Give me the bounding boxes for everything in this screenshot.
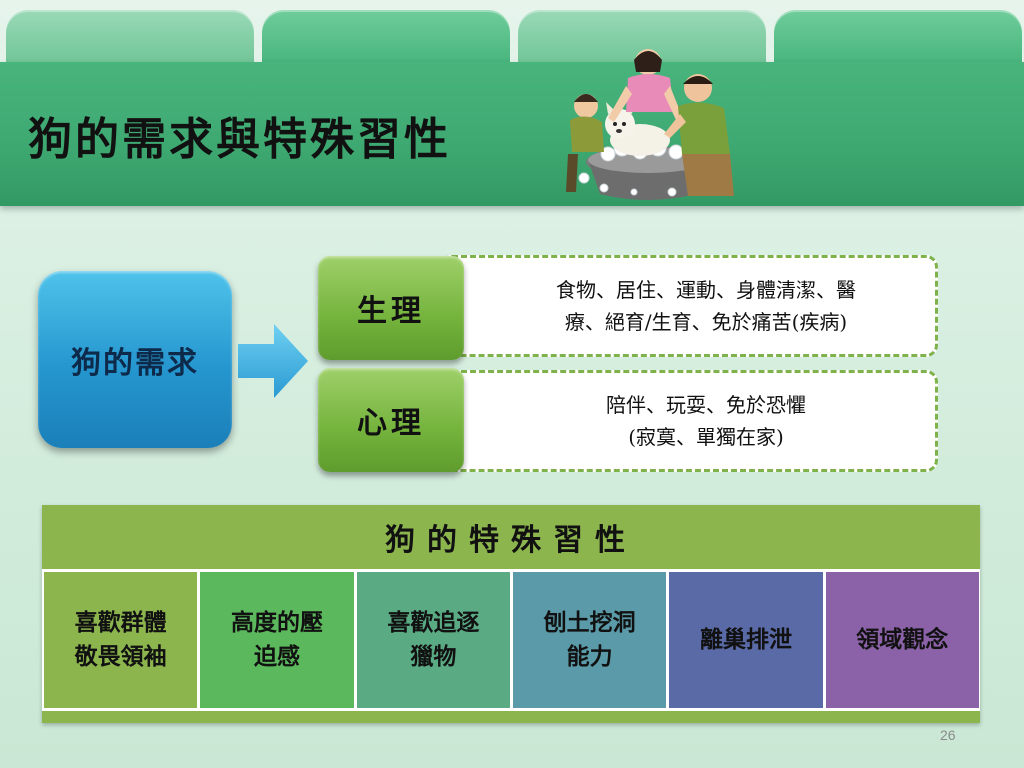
physical-needs-category: 生理 (318, 256, 464, 360)
trait-cell: 領域觀念 (825, 572, 979, 708)
trait-line: 能力 (566, 643, 613, 670)
trait-cell: 喜歡群體敬畏領袖 (44, 572, 198, 708)
page-number: 26 (940, 727, 956, 743)
trait-line: 刨土挖洞 (543, 609, 636, 636)
family-bathing-dog-illustration (566, 49, 734, 200)
trait-line: 領域觀念 (856, 626, 949, 653)
right-arrow-icon (238, 324, 308, 398)
trait-line: 高度的壓 (230, 609, 323, 636)
header-tab-2 (262, 10, 510, 70)
psychological-needs-category: 心理 (318, 368, 464, 472)
trait-cell: 高度的壓迫感 (200, 572, 354, 708)
trait-line: 獵物 (410, 643, 457, 670)
dog-needs-box: 狗的需求 (38, 271, 232, 448)
trait-cell: 離巢排泄 (669, 572, 823, 708)
trait-line: 離巢排泄 (699, 626, 792, 653)
dog-traits-row: 喜歡群體敬畏領袖 高度的壓迫感 喜歡追逐獵物 刨土挖洞能力 離巢排泄 領域觀念 (42, 569, 980, 711)
psychological-needs-line-2: (寂寞、單獨在家) (628, 425, 784, 449)
trait-line: 迫感 (253, 643, 300, 670)
dog-traits-table: 狗的特殊習性 喜歡群體敬畏領袖 高度的壓迫感 喜歡追逐獵物 刨土挖洞能力 離巢排… (42, 505, 980, 723)
physical-needs-line-1: 食物、居住、運動、身體清潔、醫 (556, 278, 856, 302)
trait-cell: 刨土挖洞能力 (512, 572, 667, 708)
trait-line: 喜歡群體 (74, 609, 167, 636)
psychological-needs-description: 陪伴、玩耍、免於恐懼 (寂寞、單獨在家) (440, 370, 938, 472)
physical-needs-label: 生理 (357, 294, 425, 329)
dog-traits-header: 狗的特殊習性 (385, 523, 637, 558)
physical-needs-description: 食物、居住、運動、身體清潔、醫 療、絕育/生育、免於痛苦(疾病) (440, 255, 938, 357)
trait-cell: 喜歡追逐獵物 (356, 572, 510, 708)
psychological-needs-label: 心理 (357, 406, 425, 441)
header-band (0, 62, 1024, 206)
physical-needs-line-2: 療、絕育/生育、免於痛苦(疾病) (564, 310, 848, 334)
header-tab-1 (6, 10, 254, 70)
dog-needs-label: 狗的需求 (71, 345, 199, 381)
trait-line: 敬畏領袖 (74, 643, 167, 670)
trait-line: 喜歡追逐 (387, 609, 480, 636)
header-tab-4 (774, 10, 1022, 70)
psychological-needs-line-1: 陪伴、玩耍、免於恐懼 (606, 393, 806, 417)
slide-title: 狗的需求與特殊習性 (28, 114, 451, 165)
